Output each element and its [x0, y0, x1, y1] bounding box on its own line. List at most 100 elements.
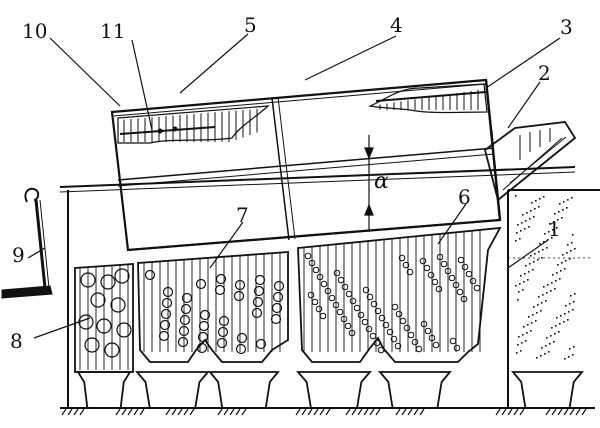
fine-particle — [566, 252, 568, 254]
fine-particle — [552, 274, 554, 276]
fine-particle — [527, 324, 529, 326]
particle — [158, 330, 170, 342]
fine-particle — [529, 218, 531, 220]
fine-particle — [550, 290, 552, 292]
particle — [469, 277, 477, 285]
ground-hatch — [241, 408, 247, 416]
ground-hatch — [307, 408, 313, 416]
fine-particle — [552, 229, 554, 231]
fine-particle — [518, 336, 520, 338]
ground-hatch — [313, 408, 319, 416]
collection-tray — [76, 371, 132, 409]
fine-particle — [531, 202, 533, 204]
fine-particle — [574, 293, 576, 295]
particle — [361, 318, 369, 326]
ground-hatch — [73, 408, 79, 416]
particle — [271, 302, 283, 314]
fine-particle — [569, 258, 571, 260]
fine-particle — [568, 356, 570, 358]
particle — [456, 288, 464, 296]
fine-particle — [534, 208, 536, 210]
ground-hatch — [295, 408, 301, 416]
fine-particle — [574, 248, 576, 250]
particle — [315, 305, 323, 313]
ground-hatch — [557, 408, 563, 416]
particle — [217, 326, 229, 338]
particle — [415, 345, 423, 353]
fine-particle — [542, 249, 544, 251]
fine-particle — [549, 343, 551, 345]
ground-hatch — [139, 408, 145, 416]
fine-particle — [549, 223, 551, 225]
particle — [428, 334, 436, 342]
fine-particle — [546, 337, 548, 339]
fine-particle — [543, 286, 545, 288]
particle — [432, 341, 440, 349]
fine-particle — [520, 230, 522, 232]
fine-particle — [561, 262, 563, 264]
particle — [461, 263, 469, 271]
fine-particle — [520, 275, 522, 277]
particle — [378, 314, 386, 322]
fine-particle — [546, 247, 548, 249]
particle — [427, 271, 435, 279]
fine-particle — [567, 319, 569, 321]
fine-particle — [515, 240, 517, 242]
fine-particle — [564, 268, 566, 270]
fine-particle — [566, 207, 568, 209]
fine-particle — [532, 269, 534, 271]
fine-particle — [543, 196, 545, 198]
ground-hatch — [407, 408, 413, 416]
fine-particle — [521, 342, 523, 344]
inclined-drum — [110, 78, 502, 252]
particle — [161, 297, 173, 309]
particle — [272, 291, 284, 303]
fine-particle — [551, 327, 553, 329]
particle — [452, 281, 460, 289]
ground-hatch — [507, 408, 513, 416]
particle — [449, 337, 457, 345]
fine-particle — [525, 220, 527, 222]
fine-particle — [521, 222, 523, 224]
fine-particle — [548, 351, 550, 353]
ground-hatch — [177, 408, 183, 416]
fine-particle — [539, 198, 541, 200]
particle — [423, 264, 431, 272]
collection-tray — [378, 371, 452, 409]
fine-particle — [518, 291, 520, 293]
particle — [319, 312, 327, 320]
particle — [424, 327, 432, 335]
ground-hatch — [121, 408, 127, 416]
fine-particle — [560, 315, 562, 317]
particle — [440, 260, 448, 268]
fine-particle — [570, 250, 572, 252]
ground-hatch — [395, 408, 401, 416]
fine-particle — [546, 292, 548, 294]
particle — [377, 346, 385, 354]
fine-particle — [526, 332, 528, 334]
fine-particle — [517, 344, 519, 346]
particle — [406, 268, 414, 276]
fine-particle — [543, 241, 545, 243]
fine-particle — [560, 270, 562, 272]
fine-particle — [531, 322, 533, 324]
fine-particle — [551, 282, 553, 284]
fine-particle — [520, 350, 522, 352]
fine-particle — [522, 334, 524, 336]
fine-particle — [537, 259, 539, 261]
fine-particle — [557, 219, 559, 221]
fine-particle — [563, 201, 565, 203]
ground-hatch — [325, 408, 331, 416]
fine-particle — [569, 303, 571, 305]
fine-particle — [554, 213, 556, 215]
fine-particle — [553, 341, 555, 343]
particle — [328, 294, 336, 302]
collection-trays — [76, 371, 584, 409]
fine-particle — [533, 306, 535, 308]
fine-particle — [556, 317, 558, 319]
fine-particle — [528, 271, 530, 273]
label-7: 7 — [236, 203, 249, 227]
ground-hatch — [183, 408, 189, 416]
fine-particle — [554, 333, 556, 335]
label-10: 10 — [22, 19, 47, 43]
